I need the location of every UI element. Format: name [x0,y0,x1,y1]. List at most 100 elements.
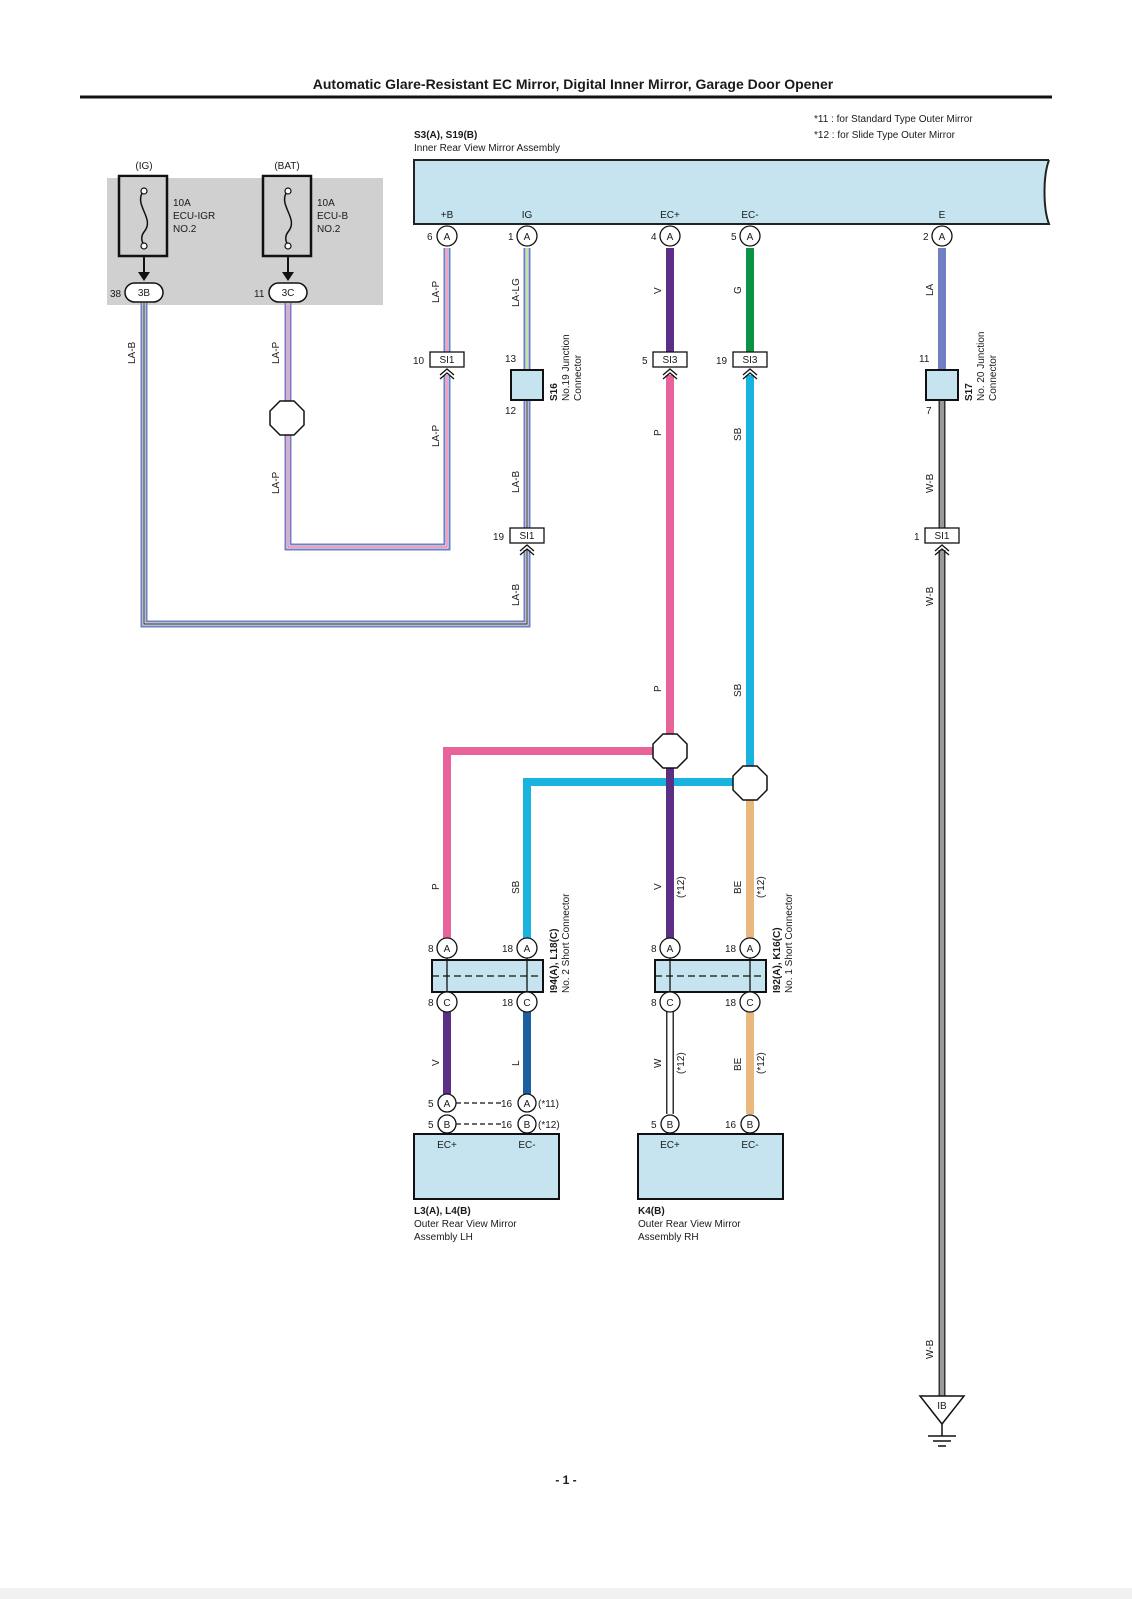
fuse-ig-rating: 10A [173,198,191,209]
svg-text:3B: 3B [138,288,151,299]
outer-mirror-lh: A 5 A 16 (*11) B 5 B 16 (*12) EC+ EC- L3… [413,1093,560,1243]
svg-text:16: 16 [501,1099,513,1110]
svg-text:A: A [667,232,674,243]
svg-text:P: P [431,883,442,890]
svg-text:A: A [524,944,531,955]
svg-text:(*12): (*12) [538,1120,560,1131]
svg-text:Assembly RH: Assembly RH [638,1232,699,1243]
svg-text:11: 11 [919,354,930,365]
svg-text:(*12): (*12) [676,1052,687,1074]
svg-text:LA: LA [925,283,936,296]
fuse-ig-name2: NO.2 [173,224,197,235]
splice-point-la-p [269,400,305,436]
svg-text:BE: BE [733,880,744,894]
ground-symbol: IB [918,1395,966,1447]
svg-text:A: A [444,232,451,243]
fuse-bat-connector [268,282,308,303]
svg-text:P: P [653,685,664,692]
svg-text:V: V [653,883,664,890]
svg-text:C: C [746,998,753,1009]
svg-text:1: 1 [508,232,514,243]
svg-text:19: 19 [716,356,728,367]
svg-text:SI1: SI1 [439,355,454,366]
svg-text:8: 8 [651,944,657,955]
page-title: Automatic Glare-Resistant EC Mirror, Dig… [313,76,834,92]
svg-text:SI1: SI1 [934,531,949,542]
fuse-bat-pin: 11 [254,289,265,300]
inner-mirror-name: Inner Rear View Mirror Assembly [414,143,560,154]
svg-text:A: A [747,944,754,955]
inner-mirror-terminal-e: E [939,210,946,221]
svg-text:6: 6 [427,232,433,243]
svg-text:C: C [443,998,450,1009]
svg-text:LA-LG: LA-LG [511,278,522,307]
fuse-ig-name1: ECU-IGR [173,211,215,222]
svg-text:8: 8 [428,998,434,1009]
short-connector-no1: A 8 A 18 C 8 C 18 I92(A), K16(C) No. 1 S… [651,893,795,1013]
svg-text:Assembly LH: Assembly LH [414,1232,473,1243]
fuse-ig-connector [124,282,164,303]
svg-text:A: A [747,232,754,243]
splice-si3-19: SI3 19 [716,351,768,380]
svg-text:I94(A), L18(C): I94(A), L18(C) [549,929,560,993]
svg-text:LA-B: LA-B [127,341,138,364]
svg-text:LA-P: LA-P [271,471,282,494]
fuse-ig-pin: 38 [110,289,122,300]
svg-text:No. 20 Junction: No. 20 Junction [976,332,987,402]
svg-text:V: V [431,1059,442,1066]
svg-text:LA-B: LA-B [511,470,522,493]
svg-text:BE: BE [733,1057,744,1071]
outer-mirror-rh: B 5 B 16 EC+ EC- K4(B) Outer Rear View M… [637,1114,784,1243]
svg-text:B: B [444,1120,451,1131]
svg-text:W-B: W-B [925,1339,936,1359]
svg-text:16: 16 [501,1120,513,1131]
svg-text:A: A [444,1099,451,1110]
splice-si1-10: SI1 10 [413,351,465,380]
svg-text:EC-: EC- [741,1140,758,1151]
svg-text:B: B [667,1120,674,1131]
short-connector-no2: A 8 A 18 C 8 C 18 I94(A), L18(C) No. 2 S… [428,893,572,1013]
svg-text:18: 18 [725,998,737,1009]
svg-text:A: A [444,944,451,955]
ground-label: IB [937,1401,947,1412]
svg-text:V: V [653,287,664,294]
junction-s17: 11 7 S17 No. 20 Junction Connector [919,332,999,418]
svg-text:EC+: EC+ [437,1140,457,1151]
svg-text:5: 5 [428,1120,434,1131]
svg-text:I92(A), K16(C): I92(A), K16(C) [772,927,783,993]
svg-text:B: B [747,1120,754,1131]
svg-text:Outer Rear View Mirror: Outer Rear View Mirror [414,1219,517,1230]
fuse-bat-rating: 10A [317,198,335,209]
svg-text:W-B: W-B [925,473,936,493]
svg-text:1: 1 [914,532,920,543]
svg-text:Outer Rear View Mirror: Outer Rear View Mirror [638,1219,741,1230]
page-number: - 1 - [555,1473,576,1487]
svg-text:C: C [666,998,673,1009]
svg-text:No. 1 Short Connector: No. 1 Short Connector [784,893,795,993]
fuse-ig-arrow [138,272,150,281]
wire-la-p-bat [284,303,451,551]
svg-text:8: 8 [428,944,434,955]
svg-text:C: C [523,998,530,1009]
inner-mirror-code: S3(A), S19(B) [414,130,477,141]
svg-text:5: 5 [642,356,648,367]
svg-text:S16: S16 [549,383,560,401]
wire-p-lh [443,747,670,938]
svg-text:P: P [653,429,664,436]
svg-text:(*12): (*12) [676,876,687,898]
svg-text:SB: SB [511,880,522,894]
svg-text:4: 4 [651,232,657,243]
wire-la-b-ig [140,303,531,628]
svg-text:19: 19 [493,532,505,543]
svg-text:LA-P: LA-P [271,341,282,364]
inner-mirror-terminal-ig: IG [522,210,533,221]
splice-point-p [652,733,688,769]
splice-point-sb [732,765,768,801]
svg-text:A: A [524,1099,531,1110]
svg-text:3C: 3C [282,288,295,299]
svg-text:(*11): (*11) [538,1099,559,1110]
svg-text:EC+: EC+ [660,1140,680,1151]
svg-text:L3(A), L4(B): L3(A), L4(B) [414,1206,471,1217]
svg-text:EC-: EC- [518,1140,535,1151]
